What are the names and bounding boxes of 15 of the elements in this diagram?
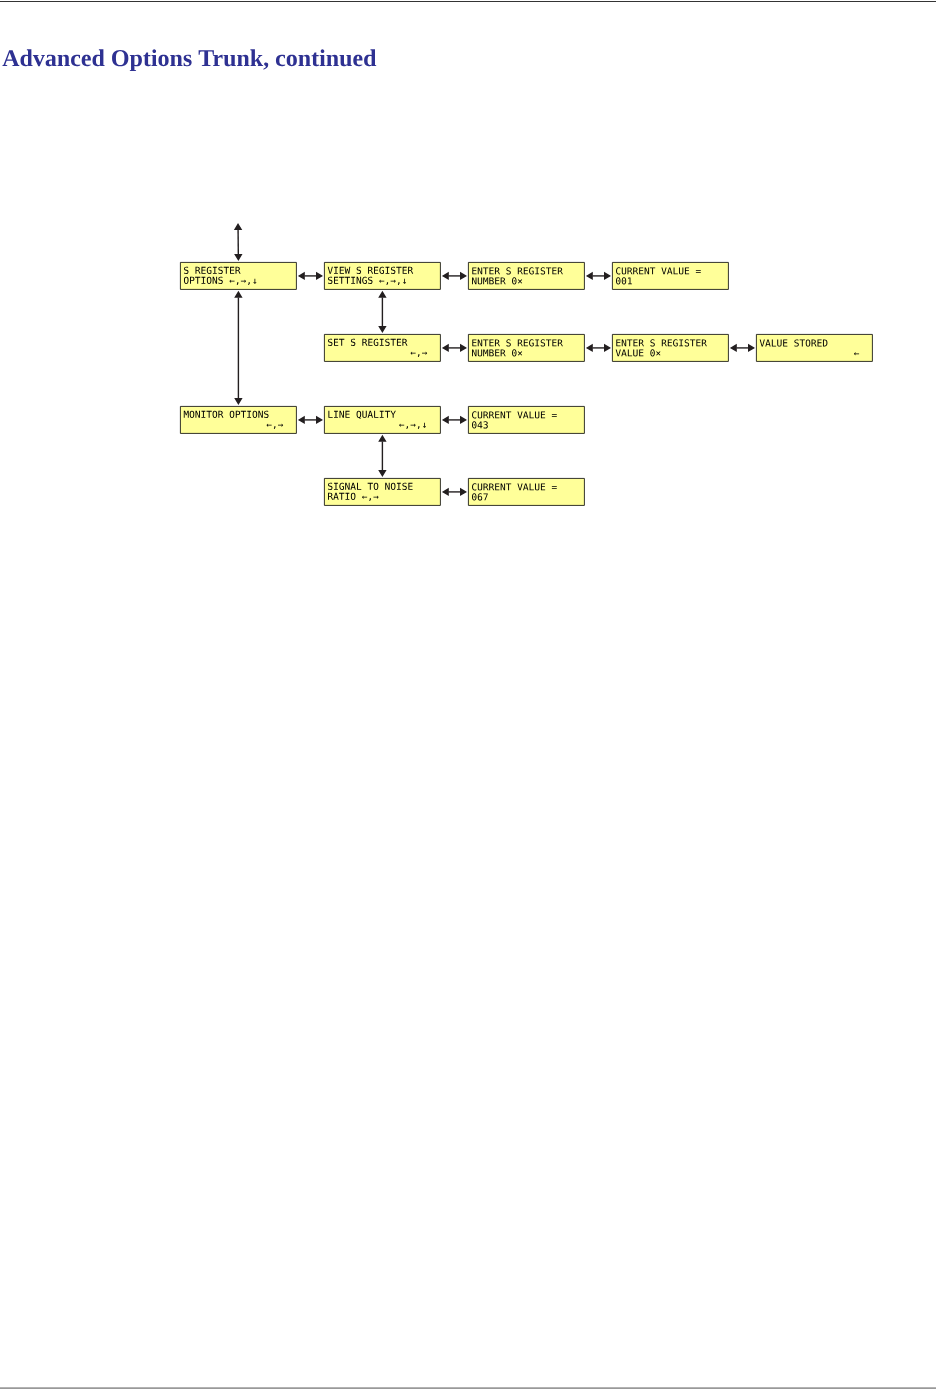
lcd-screen-box: VIEW S REGISTER SETTINGS ←,→,↓: [324, 262, 441, 290]
lcd-screen-box: ENTER S REGISTER VALUE 0×: [612, 334, 729, 362]
double-arrow: [233, 223, 243, 261]
lcd-screen-box: SET S REGISTER ←,→: [324, 334, 441, 362]
lcd-screen-box: ENTER S REGISTER NUMBER 0×: [468, 334, 585, 362]
lcd-screen-box: ENTER S REGISTER NUMBER 0×: [468, 262, 585, 290]
lcd-screen-box: CURRENT VALUE = 067: [468, 478, 585, 506]
page-title: Advanced Options Trunk, continued: [2, 49, 377, 72]
lcd-screen-box: SIGNAL TO NOISE RATIO ←,→: [324, 478, 441, 506]
lcd-screen-box: MONITOR OPTIONS ←,→: [180, 406, 297, 434]
lcd-screen-box: CURRENT VALUE = 043: [468, 406, 585, 434]
lcd-screen-box: VALUE STORED ←: [756, 334, 873, 362]
lcd-screen-box: S REGISTER OPTIONS ←,→,↓: [180, 262, 297, 290]
lcd-screen-box: CURRENT VALUE = 001: [612, 262, 729, 290]
lcd-screen-box: LINE QUALITY ←,→,↓: [324, 406, 441, 434]
